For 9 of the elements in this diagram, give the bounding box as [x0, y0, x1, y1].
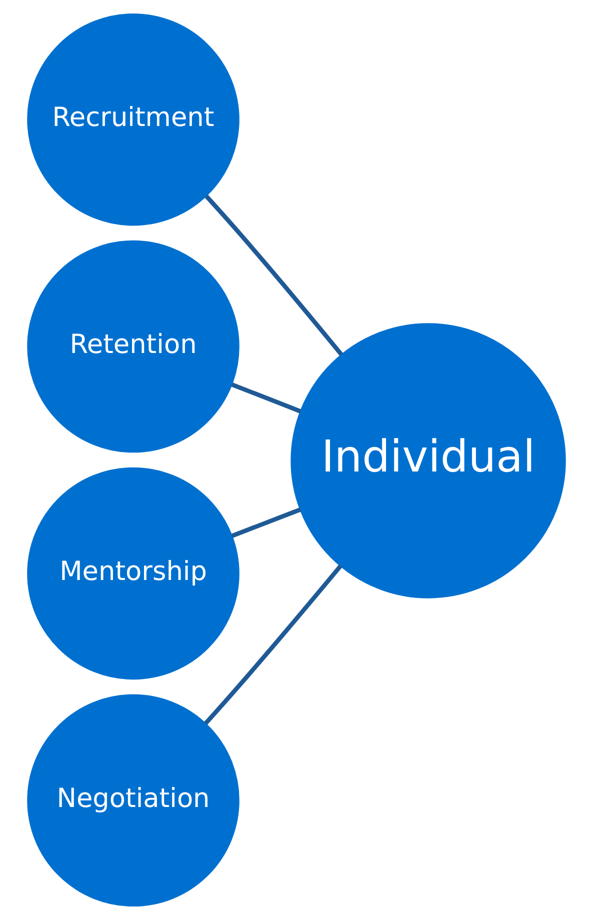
node-circle: Mentorship	[27, 467, 240, 680]
connector	[204, 194, 344, 356]
connector	[231, 508, 302, 538]
connector	[231, 382, 302, 414]
node-circle: Recruitment	[27, 13, 240, 226]
connector	[204, 564, 342, 725]
node-circle: Individual	[290, 323, 566, 598]
node-circle: Retention	[27, 240, 240, 453]
node-circle: Negotiation	[27, 694, 240, 907]
